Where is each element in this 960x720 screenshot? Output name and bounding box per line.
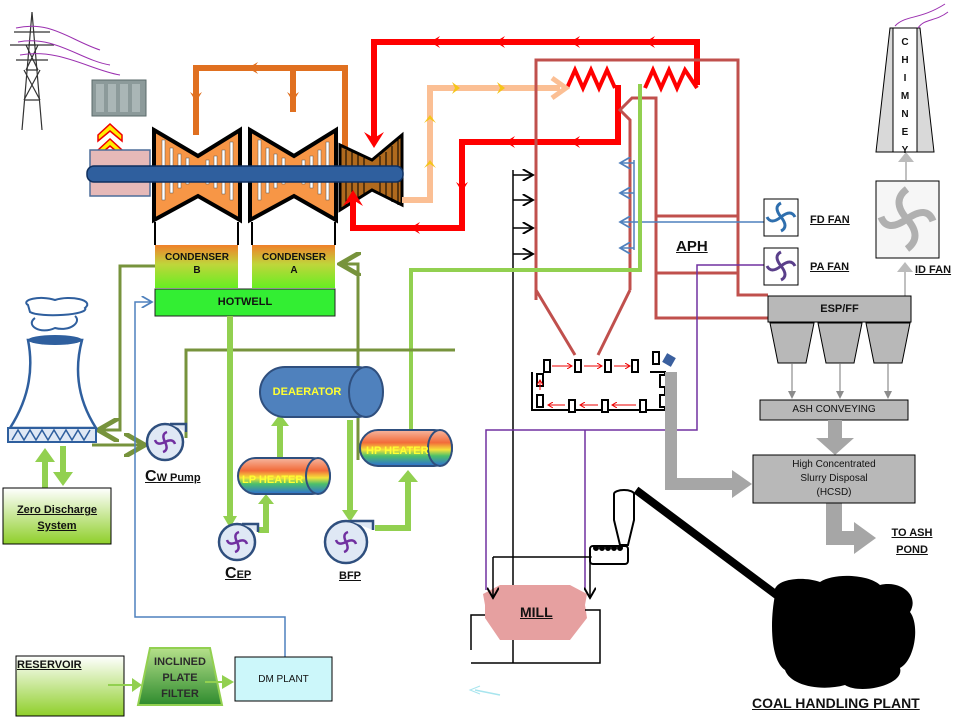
coal-conveyor — [633, 486, 793, 609]
ash-conveying-label: ASH CONVEYING — [792, 404, 876, 415]
cep-label: CEP — [225, 565, 252, 582]
cooling-tower-icon — [7, 296, 99, 443]
secondary-air-line — [620, 160, 764, 250]
cw-pump-icon[interactable] — [145, 422, 188, 462]
bfp-pump-icon[interactable] — [323, 519, 375, 565]
dm-plant-label: DM PLANT — [258, 674, 309, 685]
fd-fan-icon[interactable] — [763, 198, 799, 237]
dm-plant — [234, 656, 333, 702]
pulverized-coal-line — [512, 170, 533, 663]
condenser-a — [252, 245, 335, 288]
condenser-b — [155, 245, 238, 288]
esp — [767, 295, 912, 323]
reservoir — [15, 655, 125, 717]
lp-heater — [237, 457, 331, 495]
fd-fan-label: FD FAN — [810, 214, 850, 226]
inclined-plate-filter — [136, 647, 224, 706]
aph-label: APH — [676, 238, 708, 255]
turbine-shaft — [86, 165, 404, 183]
transformer-icon — [91, 79, 147, 117]
bfp-label: BFP — [339, 570, 361, 582]
reservoir-label: RESERVOIR — [17, 659, 82, 671]
water-wall-headers — [531, 351, 667, 413]
coal-pile — [772, 575, 916, 689]
cep-pump-icon[interactable] — [217, 522, 260, 562]
pa-fan-label: PA FAN — [810, 261, 850, 273]
boiler — [534, 58, 768, 356]
primary-air-line — [485, 264, 764, 590]
feedwater-line — [409, 84, 642, 420]
hotwell-label: HOTWELL — [217, 296, 273, 308]
id-fan-label: ID FAN — [915, 264, 952, 276]
deaerator — [259, 366, 384, 418]
zero-discharge-system — [2, 487, 112, 545]
main-steam-line — [350, 39, 700, 231]
hcsd — [752, 454, 916, 504]
pa-fan-icon[interactable] — [763, 247, 799, 286]
reheater-coil — [643, 65, 699, 93]
superheater-coil — [565, 65, 617, 93]
transmission-tower-icon — [10, 11, 54, 131]
cw-pump-label: CW Pump — [145, 468, 201, 485]
mill-label: MILL — [520, 604, 553, 620]
chimney — [875, 3, 949, 153]
hotwell — [154, 288, 336, 317]
id-fan-icon[interactable] — [875, 180, 940, 259]
coal-bunker — [589, 489, 635, 565]
makeup-water-line — [134, 302, 286, 660]
esp-label: ESP/FF — [820, 303, 859, 315]
hp-heater — [359, 429, 453, 467]
coal-handling-plant-label: COAL HANDLING PLANT — [752, 695, 920, 711]
deaerator-label: DEAERATOR — [272, 386, 342, 398]
cooling-water-line — [92, 264, 455, 460]
lp-heater-label: LP HEATER — [242, 474, 304, 486]
hp-heater-label: HP HEATER — [366, 445, 429, 457]
power-lines — [15, 25, 121, 76]
cold-reheat-line — [402, 85, 560, 203]
